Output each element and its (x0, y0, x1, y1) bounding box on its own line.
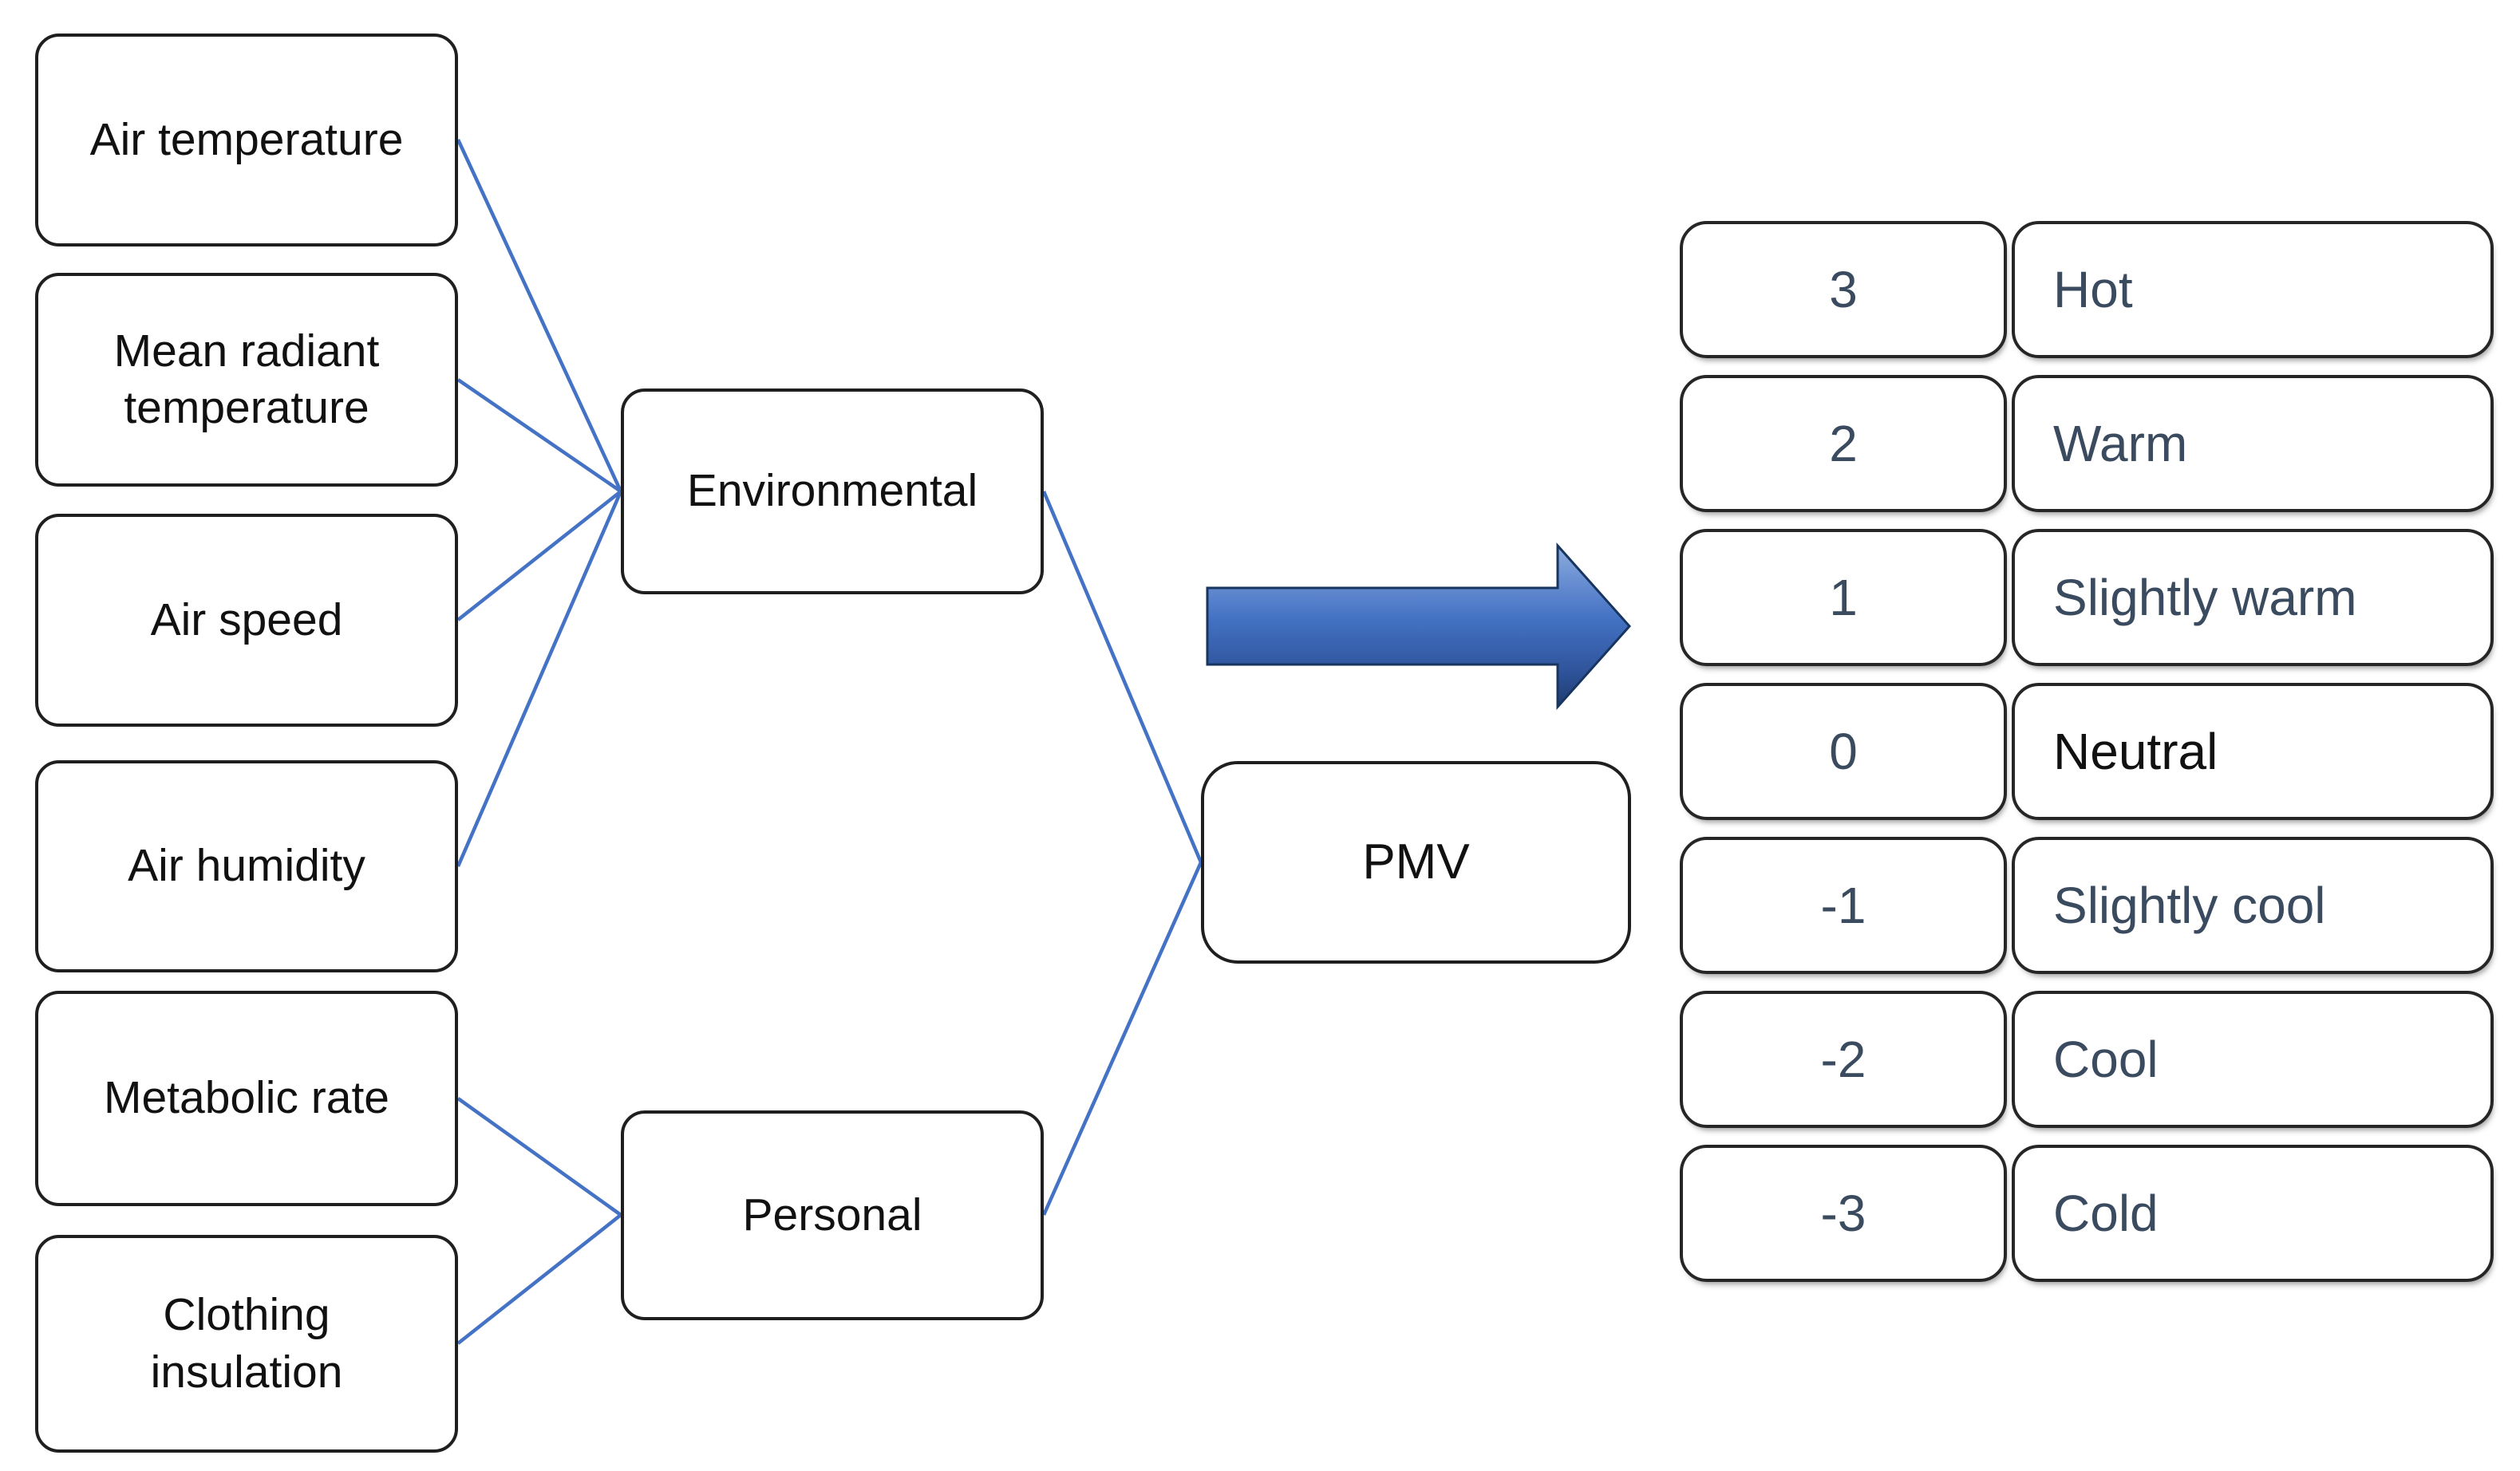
connector-line (456, 139, 623, 492)
factor-label: Air temperature (89, 113, 404, 165)
pmv-box: PMV (1201, 761, 1631, 964)
scale-label-cell: Hot (2012, 221, 2494, 358)
scale-value: -3 (1820, 1185, 1866, 1242)
scale-label-cell: Slightly cool (2012, 837, 2494, 974)
factor-box-air-temperature: Air temperature (35, 34, 458, 246)
connector-line (456, 378, 622, 493)
scale-value: 3 (1829, 261, 1858, 318)
group-box-environmental: Environmental (621, 388, 1044, 594)
scale-value-cell: 3 (1680, 221, 2007, 358)
pmv-label: PMV (1362, 834, 1470, 890)
scale-value: -2 (1820, 1031, 1866, 1088)
factor-label: Clothing insulation (150, 1289, 343, 1398)
scale-label: Slightly cool (2053, 877, 2326, 934)
scale-label-cell: Warm (2012, 375, 2494, 512)
scale-value-cell: 1 (1680, 529, 2007, 666)
scale-value: -1 (1820, 877, 1866, 934)
scale-label: Cold (2053, 1185, 2159, 1242)
connector-line (456, 490, 622, 621)
scale-value: 0 (1829, 723, 1858, 780)
group-label: Environmental (686, 465, 978, 517)
factor-box-mean-radiant-temperature: Mean radiant temperature (35, 273, 458, 487)
factor-box-metabolic-rate: Metabolic rate (35, 991, 458, 1206)
scale-label: Cool (2053, 1031, 2159, 1088)
connector-line (456, 491, 623, 867)
scale-value-cell: -3 (1680, 1145, 2007, 1282)
scale-label: Warm (2053, 415, 2188, 472)
scale-label-cell: Cool (2012, 991, 2494, 1128)
scale-value-cell: 0 (1680, 683, 2007, 820)
scale-label-cell: Slightly warm (2012, 529, 2494, 666)
factor-box-air-humidity: Air humidity (35, 760, 458, 972)
scale-value-cell: 2 (1680, 375, 2007, 512)
connector-line (456, 1097, 622, 1217)
factor-label: Air humidity (128, 840, 365, 892)
scale-value-cell: -1 (1680, 837, 2007, 974)
connector-line (1041, 491, 1203, 863)
group-box-personal: Personal (621, 1110, 1044, 1320)
scale-value: 1 (1829, 569, 1858, 626)
factor-box-air-speed: Air speed (35, 514, 458, 727)
connector-line (1041, 862, 1203, 1216)
scale-value-cell: -2 (1680, 991, 2007, 1128)
scale-label: Hot (2053, 261, 2133, 318)
group-label: Personal (742, 1189, 922, 1240)
connector-line (456, 1213, 622, 1345)
factor-label: Air speed (150, 594, 343, 645)
factor-label: Metabolic rate (103, 1072, 389, 1124)
factor-box-clothing-insulation: Clothing insulation (35, 1235, 458, 1453)
factor-label: Mean radiant temperature (113, 325, 380, 433)
scale-label: Slightly warm (2053, 569, 2357, 626)
scale-label-cell: Neutral (2012, 683, 2494, 820)
scale-value: 2 (1829, 415, 1858, 472)
scale-label-cell: Cold (2012, 1145, 2494, 1282)
scale-label: Neutral (2053, 723, 2218, 780)
